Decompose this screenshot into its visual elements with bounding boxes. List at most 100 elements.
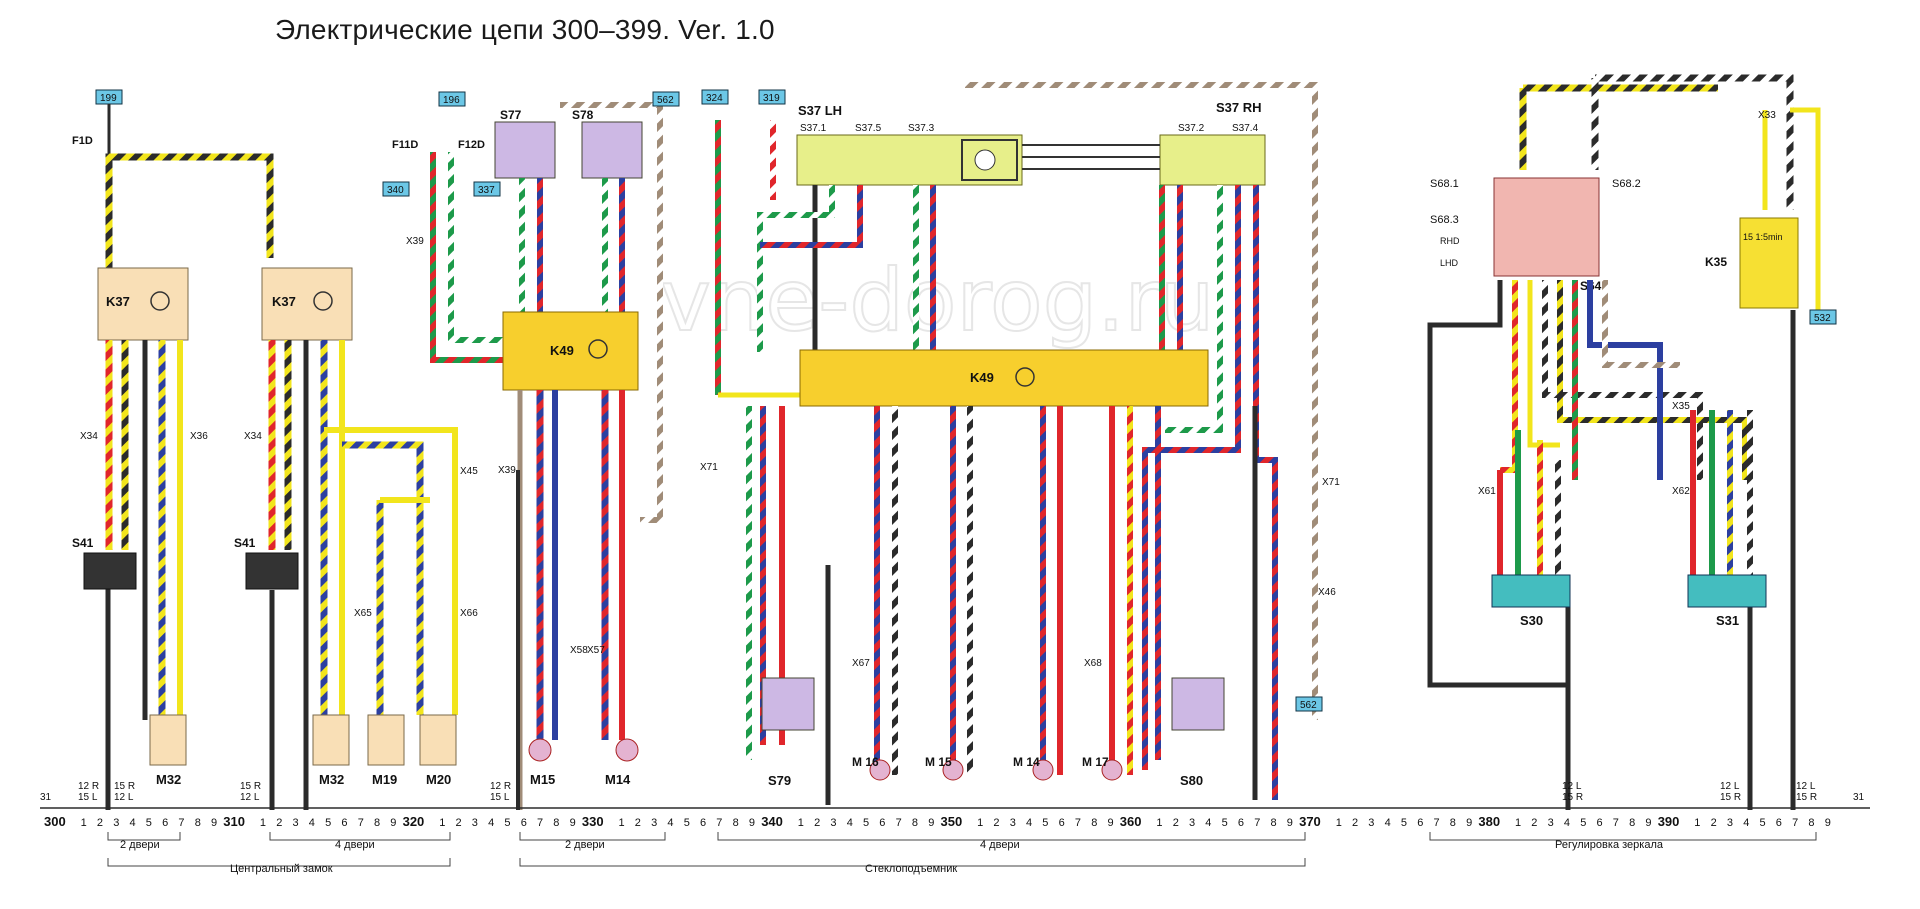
scale-minor-360-1: 1	[1156, 817, 1162, 829]
switch-s77	[494, 121, 556, 179]
scale-major-360: 360	[1120, 814, 1142, 829]
scale-minor-370-2: 2	[1352, 817, 1358, 829]
motor-m15-2door-label: M15	[530, 772, 555, 787]
scale-minor-340-5: 5	[863, 817, 869, 829]
scale-minor-330-5: 5	[684, 817, 690, 829]
scale-minor-320-6: 6	[521, 817, 527, 829]
scale-minor-340-3: 3	[830, 817, 836, 829]
scale-minor-320-7: 7	[537, 817, 543, 829]
lhd-label: LHD	[1440, 258, 1459, 268]
motor-m14-2door	[615, 738, 639, 762]
scale-minor-350-7: 7	[1075, 817, 1081, 829]
conn-x68: X68	[1084, 658, 1102, 669]
scale-minor-360-2: 2	[1173, 817, 1179, 829]
scale-minor-390-3: 3	[1727, 817, 1733, 829]
scale-minor-310-8: 8	[374, 817, 380, 829]
s37-5-label: S37.5	[855, 123, 882, 134]
scale-minor-380-3: 3	[1548, 817, 1554, 829]
relay-k35-label: K35	[1705, 255, 1727, 269]
actuator-m32-2	[312, 714, 350, 766]
scale-minor-360-3: 3	[1189, 817, 1195, 829]
ref-box-562-top	[652, 91, 680, 107]
scale-minor-300-2: 2	[97, 817, 103, 829]
mirror-s30	[1491, 574, 1571, 608]
switch-s41-2-label: S41	[234, 536, 256, 550]
wire-code-5a: 12 L	[1562, 781, 1582, 792]
scale-minor-320-8: 8	[553, 817, 559, 829]
actuator-m20-label: M20	[426, 772, 451, 787]
scale-minor-320-4: 4	[488, 817, 494, 829]
actuator-m20	[419, 714, 457, 766]
scale-minor-370-4: 4	[1385, 817, 1391, 829]
scale-minor-390-1: 1	[1694, 817, 1700, 829]
watermark: vne-dorog.ru	[660, 251, 1214, 351]
scale-minor-350-2: 2	[993, 817, 999, 829]
conn-x39-b: X39	[498, 465, 516, 476]
conn-x39-a: X39	[406, 236, 424, 247]
scale-minor-320-5: 5	[504, 817, 510, 829]
scale-minor-310-6: 6	[341, 817, 347, 829]
scale-minor-350-8: 8	[1091, 817, 1097, 829]
switch-s68	[1493, 177, 1600, 277]
scale-minor-380-9: 9	[1645, 817, 1651, 829]
scale-minor-370-7: 7	[1434, 817, 1440, 829]
actuator-m32-1-label: M32	[156, 772, 181, 787]
scale-minor-330-9: 9	[749, 817, 755, 829]
ref-199-label: 199	[100, 93, 117, 104]
window-2door-section: F11D F12D 196 340 337 S77 S78 562 K49 M	[382, 91, 680, 810]
scale-minor-340-4: 4	[847, 817, 853, 829]
scale-minor-360-9: 9	[1287, 817, 1293, 829]
group-label-4door-window: 4 двери	[980, 839, 1020, 851]
actuator-m19-label: M19	[372, 772, 397, 787]
wire-code-2a: 15 R	[114, 781, 135, 792]
actuator-m19	[367, 714, 405, 766]
switch-s78	[581, 121, 643, 179]
actuator-m32-1	[149, 714, 187, 766]
mirror-s30-label: S30	[1520, 613, 1543, 628]
conn-x67: X67	[852, 658, 870, 669]
wire-code-2b: 12 L	[114, 792, 134, 803]
switch-s41-1-label: S41	[72, 536, 94, 550]
scale-minor-330-1: 1	[619, 817, 625, 829]
scale-minor-320-9: 9	[570, 817, 576, 829]
group-label-window-lifter: Стеклоподъемник	[865, 863, 957, 875]
scale-minor-310-1: 1	[260, 817, 266, 829]
wire-code-4a: 12 R	[490, 781, 511, 792]
fuse-f12d-label: F12D	[458, 139, 485, 151]
mirror-s31	[1687, 574, 1767, 608]
scale-minor-390-4: 4	[1743, 817, 1749, 829]
s37-4-label: S37.4	[1232, 123, 1259, 134]
scale-minor-390-2: 2	[1711, 817, 1717, 829]
scale-major-340: 340	[761, 814, 783, 829]
scale-minor-340-8: 8	[912, 817, 918, 829]
conn-x71-b: X71	[1322, 477, 1340, 488]
scale-minor-390-8: 8	[1808, 817, 1814, 829]
scale-minor-330-7: 7	[716, 817, 722, 829]
relay-k35	[1739, 217, 1799, 309]
scale-minor-360-6: 6	[1238, 817, 1244, 829]
conn-x34-b: X34	[244, 431, 262, 442]
relay-k37-1	[97, 267, 189, 341]
ground-label-right: 31	[1853, 792, 1865, 803]
page-title: Электрические цепи 300–399. Ver. 1.0	[275, 14, 775, 45]
switch-s79-label: S79	[768, 773, 791, 788]
switch-s80-label: S80	[1180, 773, 1203, 788]
scale-minor-380-5: 5	[1580, 817, 1586, 829]
scale-minor-330-6: 6	[700, 817, 706, 829]
ref-box-340	[382, 181, 410, 197]
conn-x58-a: X58	[570, 645, 588, 656]
motor-m14-4door-label: M 14	[1013, 755, 1040, 769]
scale-minor-300-3: 3	[113, 817, 119, 829]
switch-s79	[761, 677, 815, 731]
ref-562-top-label: 562	[657, 95, 674, 106]
relay-k35-inner-label: 15 1:5min	[1743, 232, 1783, 242]
module-k49-4door	[799, 349, 1209, 407]
s68-3-label: S68.3	[1430, 214, 1459, 226]
conn-x57-a: X57	[587, 645, 605, 656]
scale-minor-340-9: 9	[928, 817, 934, 829]
scale-minor-390-5: 5	[1760, 817, 1766, 829]
conn-x66-a: X66	[460, 608, 478, 619]
scale-minor-360-7: 7	[1254, 817, 1260, 829]
scale-minor-380-7: 7	[1613, 817, 1619, 829]
